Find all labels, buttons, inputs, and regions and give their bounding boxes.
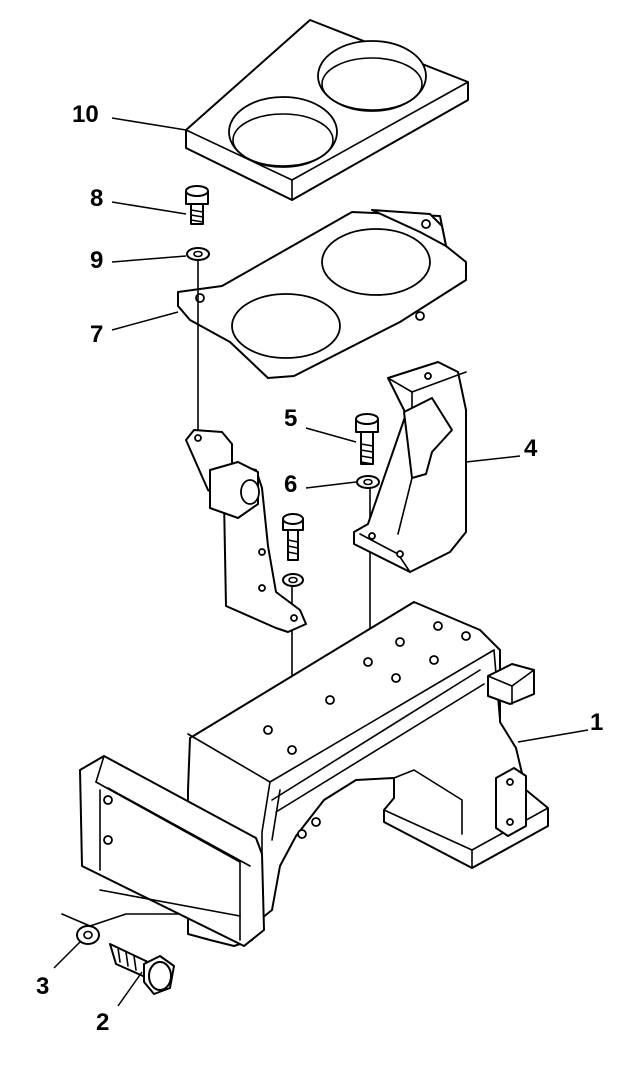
callout-7: 7 bbox=[90, 321, 103, 348]
center-washer bbox=[282, 573, 304, 587]
part-6-washer bbox=[356, 475, 380, 489]
leader-3 bbox=[53, 941, 81, 969]
part-2-bolt bbox=[109, 943, 175, 995]
part-8-bolt bbox=[185, 185, 209, 225]
callout-1: 1 bbox=[590, 709, 603, 736]
center-bracket bbox=[185, 429, 307, 633]
callout-8: 8 bbox=[90, 185, 103, 212]
callout-3: 3 bbox=[36, 973, 49, 1000]
callout-5: 5 bbox=[284, 405, 297, 432]
frame-end-channel bbox=[79, 755, 265, 947]
part-7-gasket bbox=[177, 209, 467, 379]
callout-2: 2 bbox=[96, 1009, 109, 1036]
center-bolt bbox=[282, 513, 304, 561]
part-5-bolt bbox=[355, 413, 379, 465]
callout-6: 6 bbox=[284, 471, 297, 498]
leader-5 bbox=[305, 427, 357, 443]
callout-9: 9 bbox=[90, 247, 103, 274]
callout-4: 4 bbox=[524, 435, 538, 462]
leader-2 bbox=[117, 971, 143, 1007]
leader-6 bbox=[305, 481, 357, 489]
part-1-frame bbox=[187, 601, 549, 947]
leader-4 bbox=[465, 455, 521, 463]
leader-8 bbox=[111, 201, 187, 215]
part-4-bracket bbox=[353, 361, 467, 573]
callout-labels: 10 8 9 7 5 6 4 1 3 2 bbox=[36, 101, 603, 1036]
leader-10 bbox=[111, 117, 187, 131]
callout-10: 10 bbox=[72, 101, 99, 128]
part-10-plate bbox=[185, 19, 469, 201]
part-3-washer bbox=[76, 925, 100, 945]
part-9-washer bbox=[186, 247, 210, 261]
leader-7 bbox=[111, 311, 179, 331]
leader-1 bbox=[517, 729, 589, 743]
leader-9 bbox=[111, 255, 187, 263]
leader-lines bbox=[53, 117, 589, 1007]
